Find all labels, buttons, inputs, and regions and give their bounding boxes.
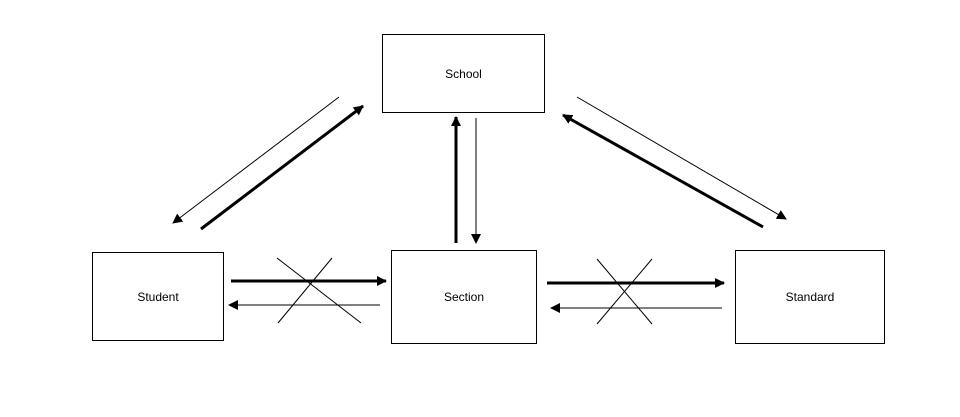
standard-label: Standard [785,290,835,304]
standard-node: Standard [735,250,885,344]
section-label: Section [443,290,485,304]
student-label: Student [137,289,179,304]
cross-mark-section-standard-b [596,258,653,325]
school-node: School [382,34,545,113]
section-node: Section [391,250,537,344]
arrow-school-to-student [172,96,340,224]
cross-mark-student-section-b [277,257,333,324]
cross-mark-student-section-a [276,257,362,324]
student-node: Student [92,252,224,341]
arrow-student-to-school [200,104,364,231]
arrow-standard-to-school [562,113,764,229]
school-label: School [445,66,482,81]
arrow-school-to-standard [576,96,787,220]
